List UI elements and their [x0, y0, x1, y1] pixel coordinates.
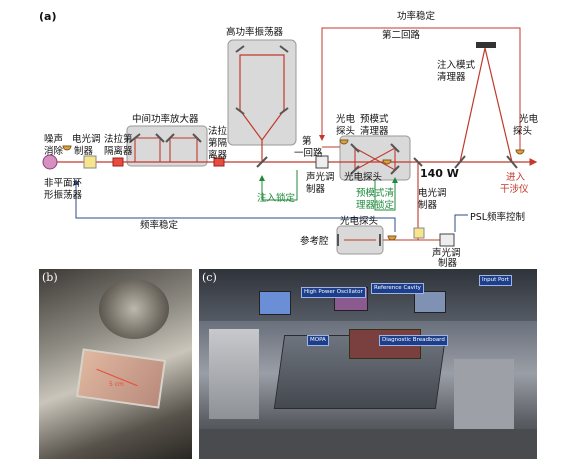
- panel-b-label: (b): [42, 271, 58, 284]
- faraday1-label-1: 法拉第: [104, 134, 133, 145]
- faraday-isolator2-icon: [213, 157, 225, 167]
- npro-laser-icon: [42, 154, 58, 170]
- eom2-label-1: 电光调: [418, 188, 447, 199]
- aom1-icon: [315, 155, 329, 169]
- psl-freq-label: PSL频率控制: [470, 212, 526, 223]
- high-power-oscillator-label: 高功率振荡器: [226, 27, 284, 38]
- pd2-label-2: 探头: [336, 126, 356, 137]
- pmc-lock-label-1: 预模式清: [356, 188, 395, 199]
- pd3-label-1: 光电: [519, 114, 539, 125]
- faraday2-label-2: 第隔: [208, 138, 228, 149]
- aom1-label-1: 声光调: [306, 172, 335, 183]
- oscillator-beam: [239, 54, 285, 142]
- pmc-lock-line: [374, 177, 398, 211]
- photo-c-floor: [199, 429, 537, 459]
- photo-c-cart: [454, 359, 514, 429]
- psl-freq-line: [454, 214, 468, 232]
- pmc-label-1: 预模式: [360, 114, 389, 125]
- noise-label-1: 噪声: [44, 134, 64, 145]
- noise-label-2: 消除: [44, 146, 64, 157]
- ref-branch-beam: [383, 162, 440, 241]
- high-power-oscillator-box: [227, 39, 297, 146]
- power-140w-label: 140 W: [420, 167, 459, 180]
- injection-lock-line: [259, 170, 298, 201]
- faraday1-label-2: 隔离器: [104, 146, 133, 157]
- panel-c-label: (c): [202, 271, 217, 284]
- photo-c-door: [209, 329, 259, 419]
- pd3-label-2: 探头: [513, 126, 533, 137]
- mirrors: [129, 45, 518, 246]
- photo-b-marker: 5 cm: [109, 381, 124, 388]
- aom1-label-2: 制器: [306, 184, 326, 195]
- eom-label-1: 电光调: [72, 134, 101, 145]
- eom2-icon: [413, 227, 425, 239]
- photo-c-label-diag: Diagnostic Breadboard: [379, 335, 448, 346]
- pmc-label-2: 清理器: [360, 126, 389, 137]
- photo-c-label-refcav: Reference Cavity: [371, 283, 424, 294]
- to-ifo-label-2: 干涉仪: [500, 184, 529, 195]
- photo-c-monitor1: [259, 291, 291, 315]
- eom-isolator-icon: [83, 155, 97, 169]
- freq-stab-line: [73, 179, 396, 232]
- pmc-lock-label-2: 理器锁定: [356, 200, 395, 211]
- photo-c-monitor3: [414, 291, 446, 313]
- aom2-label-2: 制器: [438, 258, 458, 269]
- faraday-isolator1-icon: [112, 157, 124, 167]
- pd2-label-1: 光电: [336, 114, 356, 125]
- imc-top-mirror: [476, 42, 496, 48]
- medium-power-amp-box: [126, 125, 208, 167]
- faraday2-label-3: 离器: [208, 150, 228, 161]
- photodetectors: [62, 139, 525, 241]
- faraday2-label-1: 法拉: [208, 126, 228, 137]
- power-stab-loop: [319, 27, 521, 150]
- first-loop-label-1: 第: [302, 136, 312, 147]
- photo-b: 5 cm (b): [39, 269, 192, 459]
- freq-stab-label: 频率稳定: [140, 220, 179, 231]
- imc-label-2: 清理器: [437, 72, 466, 83]
- imc-label-1: 注入模式: [437, 60, 476, 71]
- aom2-label-1: 声光调: [432, 248, 461, 259]
- second-loop-label: 第二回路: [382, 30, 421, 41]
- medium-amp-label: 中间功率放大器: [132, 114, 199, 125]
- first-loop-label-2: 一回路: [294, 148, 323, 159]
- pd1-label: 光电探头: [344, 172, 383, 183]
- photo-c-label-mopa: MOPA: [307, 335, 329, 346]
- to-ifo-label-1: 进入: [506, 172, 526, 183]
- amp-beam: [134, 137, 198, 162]
- eom-label-2: 制器: [74, 146, 94, 157]
- npro-label-1: 非平面环: [44, 178, 83, 189]
- photo-c: High Power Oscillator Reference Cavity I…: [199, 269, 537, 459]
- aom2-icon: [439, 233, 455, 247]
- eom2-label-2: 制器: [418, 200, 438, 211]
- injection-lock-label: 注入锁定: [257, 193, 296, 204]
- power-stabilization-label: 功率稳定: [397, 11, 436, 22]
- panel-a-label: (a): [39, 10, 57, 23]
- photo-c-label-input-port: Input Port: [479, 275, 512, 286]
- ref-cavity-label: 参考腔: [300, 236, 329, 247]
- photo-c-label-hpo: High Power Oscillator: [301, 287, 366, 298]
- photo-b-optic: [99, 279, 169, 339]
- pd4-label: 光电探头: [340, 216, 379, 227]
- npro-label-2: 形振荡器: [44, 190, 83, 201]
